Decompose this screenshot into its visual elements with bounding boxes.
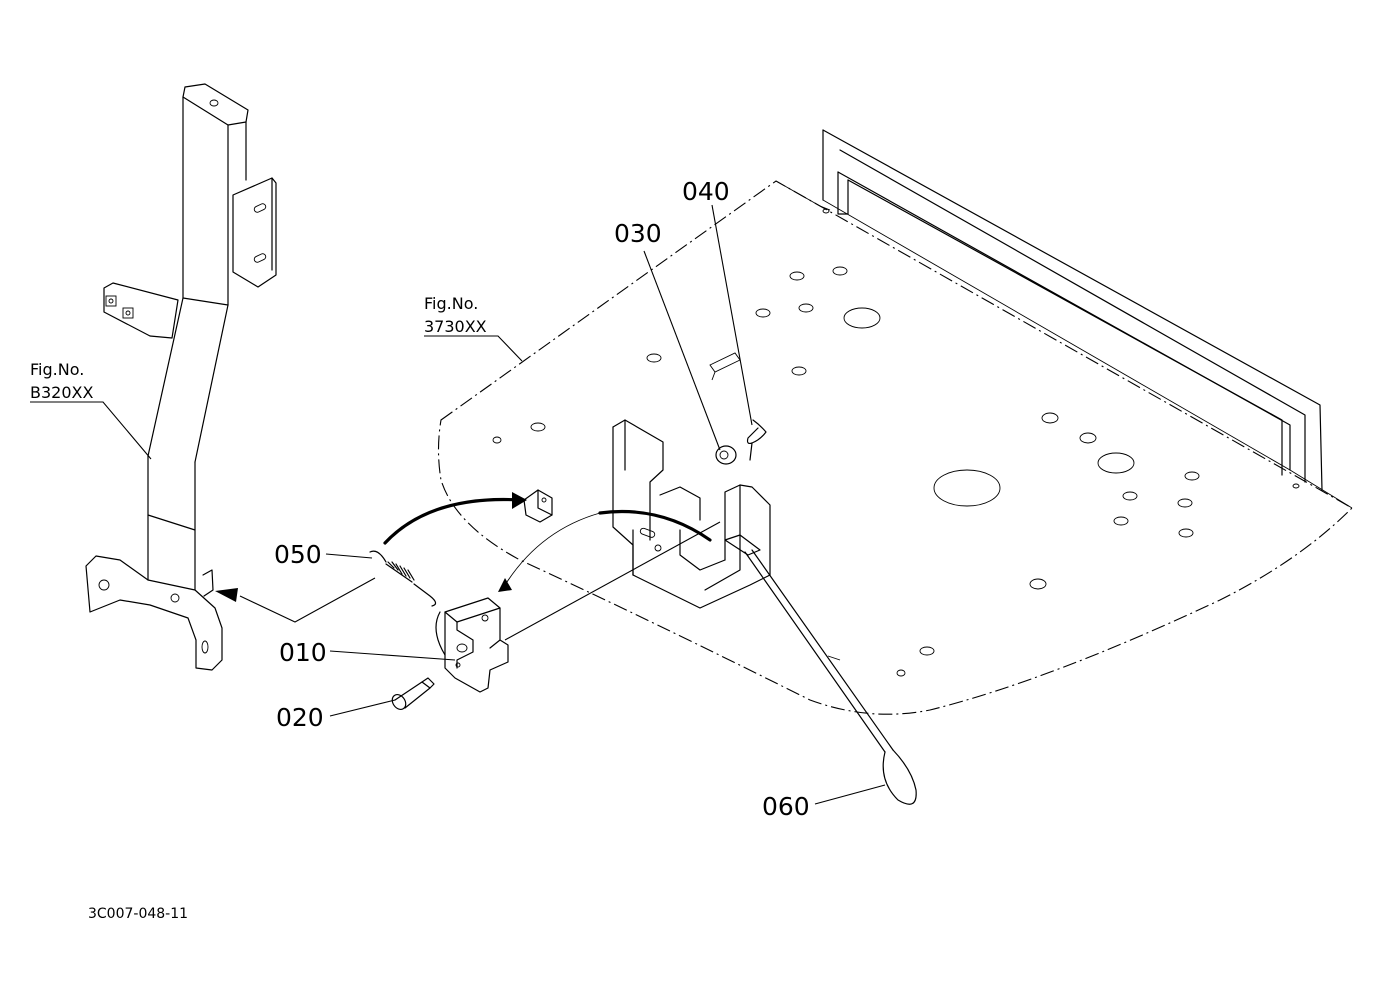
floor-plate bbox=[437, 129, 1353, 715]
pin-020 bbox=[391, 677, 435, 711]
rod-060 bbox=[724, 534, 917, 805]
drawing-code: 3C007-048-11 bbox=[88, 906, 188, 922]
part-number-030: 030 bbox=[614, 219, 662, 248]
part-number-060: 060 bbox=[762, 792, 810, 821]
frame-bracket bbox=[85, 83, 277, 671]
washer-030 bbox=[715, 445, 737, 465]
pin-040 bbox=[746, 419, 767, 461]
part-number-050: 050 bbox=[274, 540, 322, 569]
part-number-010: 010 bbox=[279, 638, 327, 667]
part-number-020: 020 bbox=[276, 703, 324, 732]
frame-ref-line1: Fig.No. bbox=[30, 360, 84, 379]
latch-010 bbox=[435, 597, 509, 693]
spring-050 bbox=[369, 550, 437, 607]
part-number-040: 040 bbox=[682, 177, 730, 206]
plate-ref-line1: Fig.No. bbox=[424, 294, 478, 313]
frame-ref-line2: B320XX bbox=[30, 383, 93, 402]
leader-lines bbox=[30, 204, 886, 805]
assembly-arrows bbox=[215, 492, 721, 641]
plate-ref-line2: 3730XX bbox=[424, 317, 487, 336]
